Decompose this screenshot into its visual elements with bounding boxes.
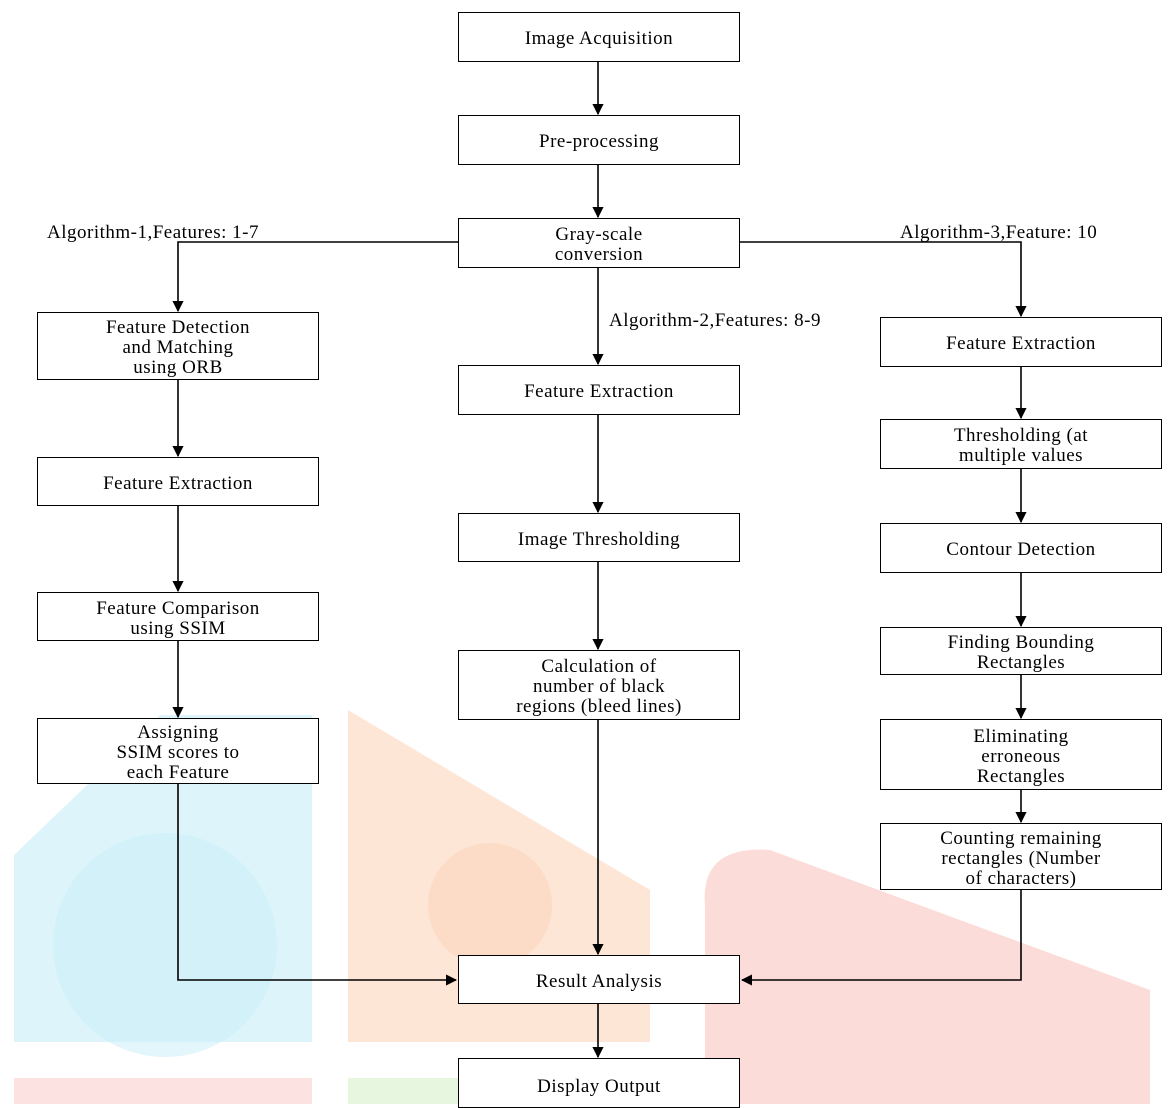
node-a3-feature-extraction: Feature Extraction	[880, 317, 1162, 367]
label-algorithm-1: Algorithm-1,Features: 1-7	[47, 222, 259, 243]
node-grayscale-conversion: Gray-scale conversion	[458, 218, 740, 268]
node-a2-feature-extraction: Feature Extraction	[458, 365, 740, 415]
node-a1-feature-extraction: Feature Extraction	[37, 457, 319, 506]
watermark-play-shape	[704, 849, 1150, 1104]
node-assigning-ssim-scores: Assigning SSIM scores to each Feature	[37, 718, 319, 784]
node-image-acquisition: Image Acquisition	[458, 12, 740, 62]
node-bounding-rectangles: Finding Bounding Rectangles	[880, 627, 1162, 675]
node-result-analysis: Result Analysis	[458, 955, 740, 1004]
node-multi-thresholding: Thresholding (at multiple values	[880, 419, 1162, 469]
watermark-bottom-mid	[348, 1078, 458, 1104]
node-counting-rectangles: Counting remaining rectangles (Number of…	[880, 823, 1162, 890]
label-algorithm-3: Algorithm-3,Feature: 10	[900, 222, 1098, 243]
node-black-regions-calculation: Calculation of number of black regions (…	[458, 650, 740, 720]
node-display-output: Display Output	[458, 1058, 740, 1108]
edge-a3-result	[740, 890, 1022, 986]
node-image-thresholding: Image Thresholding	[458, 513, 740, 562]
watermark-bottom-left	[14, 1078, 312, 1104]
node-feature-detection-orb: Feature Detection and Matching using ORB	[37, 312, 319, 380]
node-contour-detection: Contour Detection	[880, 523, 1162, 573]
edge-gray-a1	[172, 241, 458, 313]
edge-gray-a3	[740, 241, 1027, 318]
node-eliminating-rectangles: Eliminating erroneous Rectangles	[880, 719, 1162, 790]
node-feature-comparison-ssim: Feature Comparison using SSIM	[37, 592, 319, 641]
node-preprocessing: Pre-processing	[458, 115, 740, 165]
label-algorithm-2: Algorithm-2,Features: 8-9	[609, 310, 821, 331]
edge-a1-result	[177, 784, 458, 986]
watermark-cloud-panel	[14, 715, 312, 1057]
